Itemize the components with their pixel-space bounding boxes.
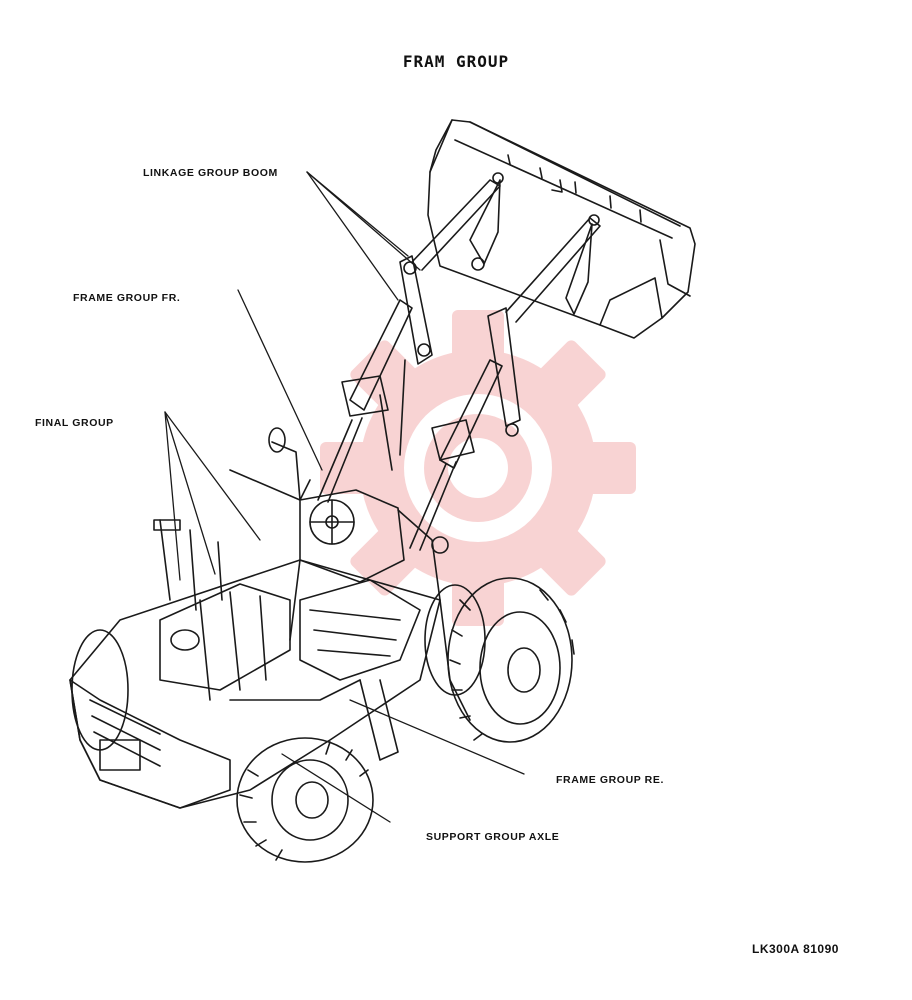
callout-frame-rear: FRAME GROUP RE. xyxy=(556,774,664,786)
hydraulic-cylinders xyxy=(317,359,475,551)
watermark-gear-icon xyxy=(320,310,636,626)
boom-arms xyxy=(349,172,601,469)
page-title: FRAM GROUP xyxy=(402,52,510,71)
bucket xyxy=(427,119,696,339)
rear-wheel xyxy=(236,737,374,863)
callout-frame-front: FRAME GROUP FR. xyxy=(73,292,181,304)
callout-final: FINAL GROUP xyxy=(35,417,114,429)
callout-linkage-boom: LINKAGE GROUP BOOM xyxy=(143,167,278,179)
document-code: LK300A 81090 xyxy=(752,942,839,956)
front-left-wheel xyxy=(424,584,486,721)
frame-engine xyxy=(69,559,441,809)
operator-station xyxy=(153,427,449,641)
leader-lines xyxy=(164,171,525,823)
rear-left-wheel xyxy=(71,629,129,751)
callout-support-axle: SUPPORT GROUP AXLE xyxy=(426,831,560,843)
